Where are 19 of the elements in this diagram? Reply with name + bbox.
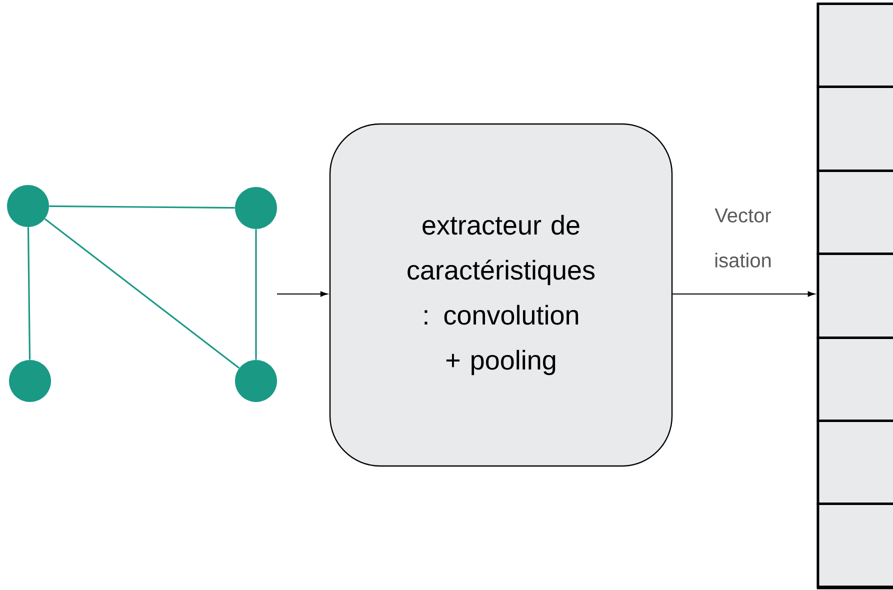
vector-cell — [816, 420, 893, 505]
graph-vertex — [235, 187, 277, 229]
vector-cell — [816, 2, 893, 88]
vector-cell — [816, 502, 893, 588]
graph-edge — [49, 205, 235, 209]
vector-cell — [816, 336, 893, 422]
graph-vertex — [7, 185, 49, 227]
graph-edge — [255, 229, 257, 360]
graph-vertex — [9, 360, 51, 402]
graph-vertex — [235, 360, 277, 402]
edge-label: Vector isation — [714, 208, 772, 268]
graph-edge — [27, 227, 31, 360]
vector-cell — [816, 252, 893, 339]
vector-cell — [816, 86, 893, 172]
vector-cell — [816, 170, 893, 255]
graph-edge — [44, 218, 240, 369]
graph-edge — [276, 291, 328, 297]
process-box: extracteur de caractéristiques : convolution + pooling — [329, 123, 673, 467]
graph-edge — [672, 291, 815, 297]
